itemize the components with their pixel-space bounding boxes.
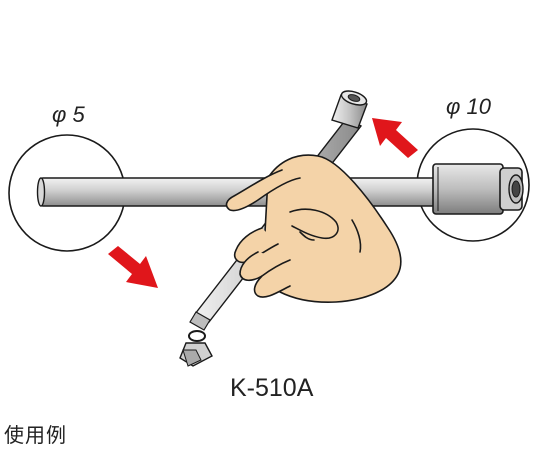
right-diameter-label: φ 10: [446, 94, 492, 119]
arrow-icon: [108, 246, 158, 288]
model-number: K-510A: [230, 374, 314, 402]
left-diameter-label: φ 5: [52, 102, 85, 127]
caption: 使用例: [4, 423, 67, 447]
hand-icon: [225, 154, 402, 303]
socket-icon: [432, 163, 524, 215]
arrow-icon: [372, 118, 418, 158]
